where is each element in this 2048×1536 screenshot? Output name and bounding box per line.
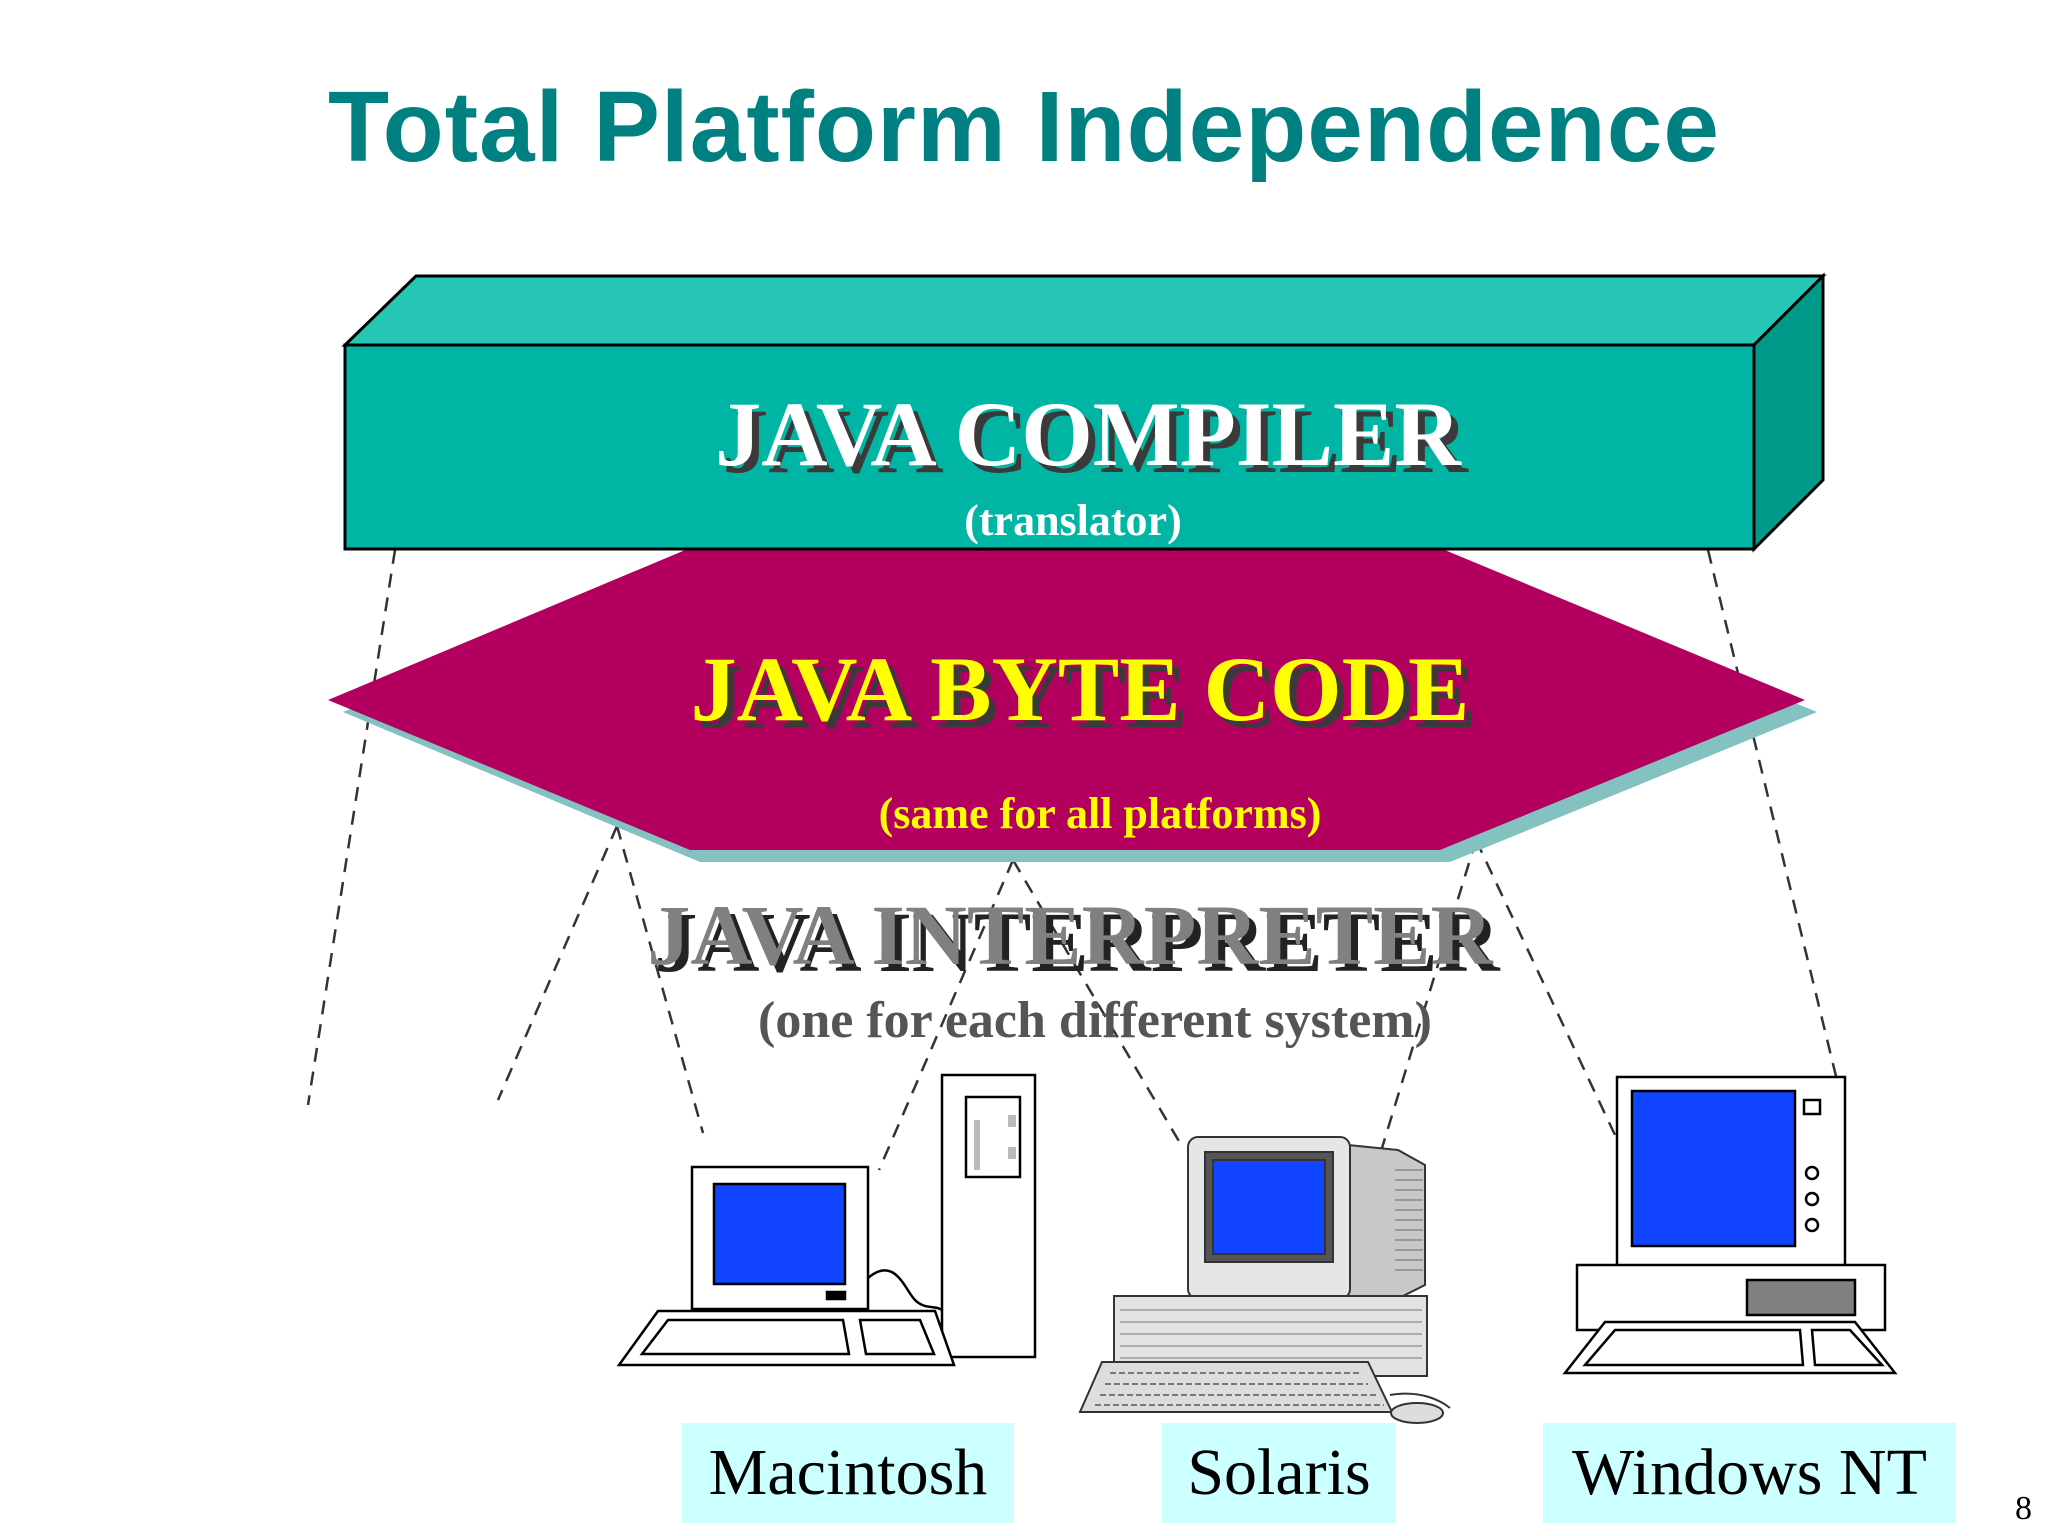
connector-bytecode-windows: [1474, 839, 1617, 1136]
bytecode-subheading: (same for all platforms): [879, 789, 1322, 838]
connector-bytecode-left-outer: [496, 825, 619, 1101]
solaris-mouse: [1390, 1402, 1444, 1424]
win-knob-1: [1804, 1165, 1820, 1181]
connector-bytecode-solaris-right: [1380, 839, 1478, 1149]
compiler-box-front: [343, 343, 1756, 551]
slide-title: Total Platform Independence: [328, 71, 1720, 183]
compiler-subheading: (translator): [964, 496, 1182, 545]
mac-tower-slot-3: [1008, 1147, 1016, 1159]
bytecode-hexagon: [328, 548, 1805, 850]
win-power-button: [1802, 1098, 1822, 1116]
platform-label-macintosh: Macintosh: [682, 1423, 1014, 1523]
mac-screen: [712, 1182, 847, 1286]
mac-keyboard-numpad: [858, 1318, 936, 1356]
mac-tower-slot-2: [1008, 1115, 1016, 1127]
solaris-monitor-vents: [1395, 1169, 1423, 1271]
mac-indicator: [825, 1290, 847, 1301]
compiler-box: [341, 272, 1827, 553]
mac-keyboard-keys: [639, 1318, 851, 1356]
connector-bytecode-mac: [615, 825, 705, 1134]
platform-label-solaris: Solaris: [1162, 1423, 1396, 1523]
interpreter-subheading: (one for each different system): [758, 992, 1432, 1049]
bytecode-heading: JAVA BYTE CODE: [691, 638, 1470, 740]
win-drive-bay: [1745, 1278, 1857, 1317]
connector-bytecode-solaris: [1011, 859, 1185, 1149]
win-keyboard-numpad: [1810, 1328, 1885, 1367]
solaris-monitor-back: [1347, 1143, 1426, 1301]
mac-cable: [867, 1269, 943, 1312]
compiler-box-top: [341, 274, 1827, 347]
win-keyboard-keys: [1582, 1328, 1805, 1367]
solaris-mouse-cable: [1389, 1392, 1451, 1409]
connector-lines: [306, 549, 1845, 1171]
page-number: 8: [2015, 1490, 2032, 1527]
solaris-base-ridges: [1120, 1309, 1422, 1359]
connector-compiler-right: [1706, 549, 1845, 1106]
bytecode-layer: [328, 548, 1817, 862]
win-knob-3: [1804, 1217, 1820, 1233]
solaris-keyboard-keys: [1095, 1372, 1384, 1406]
connector-bytecode-mac-tower: [877, 859, 1015, 1171]
interpreter-heading: JAVA INTERPRETER: [647, 887, 1493, 983]
solaris-screen: [1212, 1159, 1326, 1255]
compiler-heading-shadow: JAVA COMPILER: [722, 390, 1469, 492]
connector-compiler-left: [306, 549, 397, 1106]
mac-tower-slot-1: [974, 1120, 980, 1170]
windows-pc-icon: [1562, 1075, 1898, 1375]
solaris-workstation-icon: [1078, 1136, 1451, 1424]
win-knob-2: [1804, 1191, 1820, 1207]
win-screen: [1630, 1089, 1797, 1248]
platform-label-windows-nt: Windows NT: [1543, 1423, 1956, 1523]
macintosh-computer-icon: [616, 1073, 1037, 1367]
bytecode-heading-shadow: JAVA BYTE CODE: [698, 645, 1477, 747]
compiler-heading: JAVA COMPILER: [715, 383, 1462, 485]
interpreter-heading-shadow: JAVA INTERPRETER: [654, 894, 1500, 990]
